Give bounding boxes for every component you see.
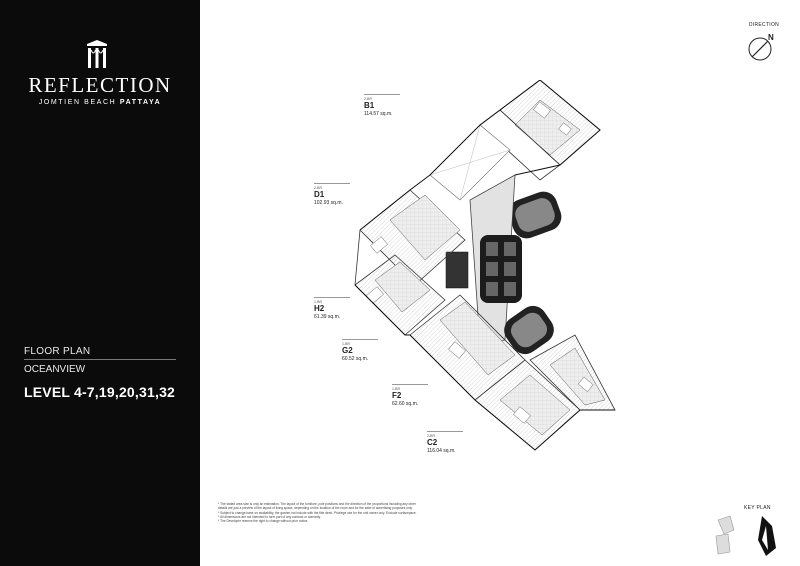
unit-beds: 2-BR: [427, 434, 435, 438]
unit-label-b1: 2-BR B1 114.57 sq.m.: [364, 94, 400, 117]
brand-name: REFLECTION: [28, 73, 172, 97]
floor-plan-drawing: [354, 80, 616, 451]
left-wing: [354, 189, 466, 336]
lift-core: [445, 235, 522, 303]
disclaimer-line: * The stated area size is only an estima…: [218, 502, 416, 511]
upper-stair-core: [508, 191, 562, 239]
unit-label-h2: 1-BR H2 61.39 sq.m.: [314, 297, 350, 320]
upper-wing: [479, 80, 601, 181]
lower-wing: [409, 294, 616, 451]
direction-label: DIRECTION: [748, 22, 780, 28]
lower-stair-core: [504, 305, 554, 355]
key-plan-label: KEY PLAN: [744, 505, 771, 511]
unit-code: D1: [314, 190, 325, 200]
unit-beds: 2-BR: [364, 97, 372, 101]
unit-label-d1: 2-BR D1 102.93 sq.m.: [314, 183, 350, 206]
unit-area: 60.52 sq.m.: [342, 355, 369, 362]
unit-area: 62.60 sq.m.: [392, 400, 419, 407]
unit-area: 61.39 sq.m.: [314, 313, 341, 320]
north-label: N: [768, 33, 774, 42]
view-label: OCEANVIEW: [24, 364, 86, 375]
unit-beds: 2-BR: [314, 186, 322, 190]
unit-beds: 1-BR: [392, 387, 400, 391]
direction-indicator: DIRECTION N: [744, 22, 784, 67]
disclaimer: * The stated area size is only an estima…: [218, 502, 418, 524]
unit-beds: 1-BR: [342, 342, 350, 346]
unit-area: 116.04 sq.m.: [427, 447, 456, 454]
building-outline: [359, 80, 601, 231]
unit-code: H2: [314, 304, 325, 314]
disclaimer-line: * All dimensions are not intended to for…: [218, 514, 321, 519]
unit-code: G2: [342, 346, 353, 356]
unit-label-c2: 2-BR C2 116.04 sq.m.: [427, 431, 463, 454]
unit-label-f2: 1-BR F2 62.60 sq.m.: [392, 384, 428, 407]
level-label: LEVEL 4-7,19,20,31,32: [24, 384, 176, 400]
floor-plan-label: FLOOR PLAN: [24, 346, 91, 357]
unit-code: F2: [392, 391, 402, 401]
unit-area: 114.57 sq.m.: [364, 110, 393, 117]
compass-icon: N: [748, 33, 774, 61]
unit-code: C2: [427, 438, 438, 448]
disclaimer-line: * The Developer reserve the right to cha…: [218, 519, 309, 524]
sidebar: REFLECTION JOMTIEN BEACH PATTAYA FLOOR P…: [0, 0, 200, 566]
disclaimer-line: * Subject to change base on availability…: [218, 510, 417, 515]
unit-area: 102.93 sq.m.: [314, 199, 343, 206]
unit-label-g2: 1-BR G2 60.52 sq.m.: [342, 339, 378, 362]
key-plan-diagram: [715, 515, 776, 556]
brand-subtitle: JOMTIEN BEACH PATTAYA: [38, 99, 162, 106]
divider: [24, 359, 176, 360]
unit-beds: 1-BR: [314, 300, 322, 304]
reflection-logo-icon: [87, 40, 107, 68]
unit-code: B1: [364, 101, 375, 111]
